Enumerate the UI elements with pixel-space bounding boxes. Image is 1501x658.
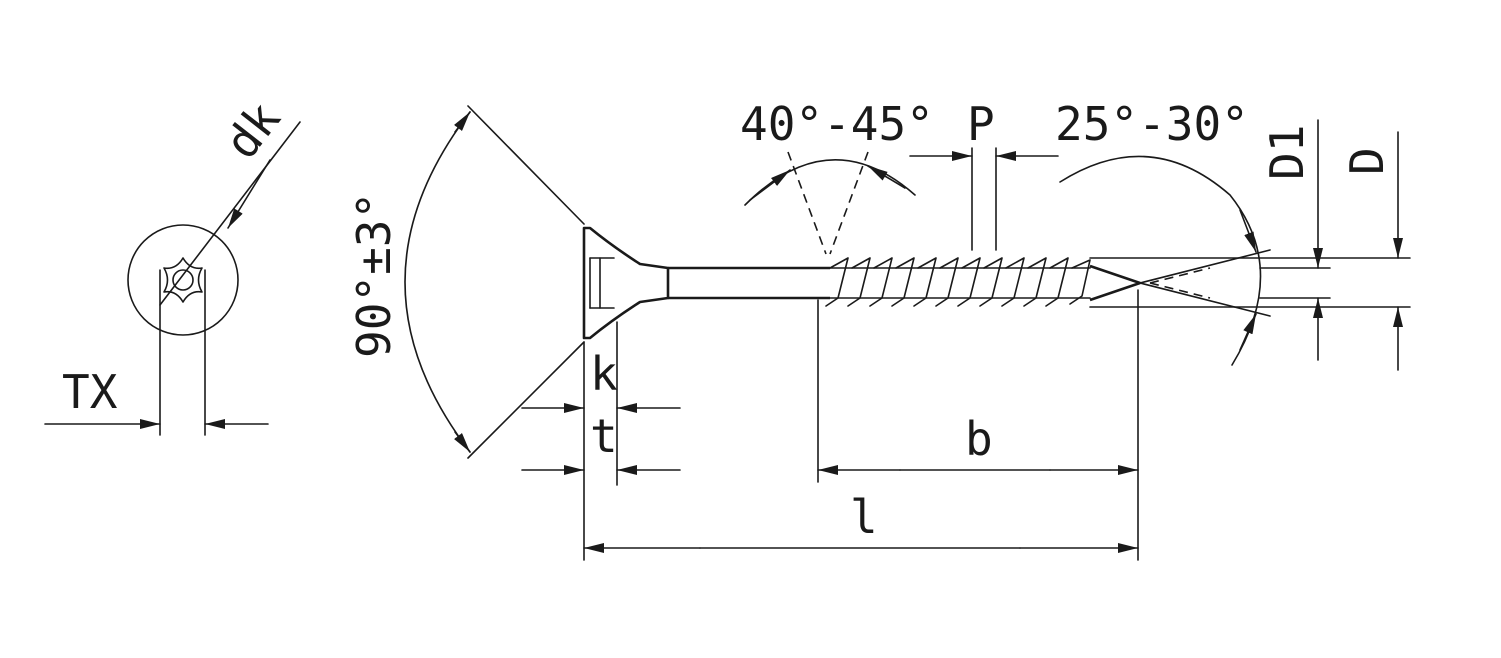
k-t-dimensions — [521, 321, 681, 561]
b-label: b — [965, 412, 993, 466]
d1-dimension — [1259, 119, 1331, 361]
tip-angle-2-dash-top — [1149, 267, 1211, 284]
tip-angle-25-30 — [1059, 155, 1271, 366]
tip-angle-2-arc — [1059, 155, 1262, 366]
torx-center — [172, 269, 194, 291]
tip-angle-1-arrow-left — [749, 169, 791, 201]
pitch-label: P — [967, 97, 995, 151]
t-label: t — [590, 409, 618, 463]
screw-head — [582, 226, 670, 340]
tip-angle-2-arrow-bottom — [1239, 313, 1257, 351]
b-dimension — [817, 289, 1139, 561]
tip-angle-1-ext-left — [787, 151, 827, 255]
tip-angle-2-dash-bottom — [1149, 282, 1211, 299]
tip-angle-1-arc — [744, 159, 916, 206]
head-end-view — [44, 121, 301, 436]
tip-angle-2-ext-top — [1139, 249, 1271, 284]
head-outer-circle — [127, 224, 239, 336]
l-label: l — [850, 490, 878, 544]
tip-angle-2-label: 25°-30° — [1055, 97, 1249, 151]
head-angle-arc — [404, 111, 471, 453]
tip-angle-1-label: 40°-45° — [740, 97, 934, 151]
screw-side-view — [582, 226, 1142, 340]
dk-arrow — [227, 159, 271, 229]
d-label: D — [1340, 147, 1394, 175]
tx-label: TX — [62, 365, 118, 419]
head-angle-arrow-bottom — [454, 431, 471, 453]
screw-tip — [1089, 264, 1142, 302]
tip-angle-2-ext-bottom — [1139, 282, 1271, 317]
d1-label: D1 — [1260, 125, 1314, 180]
head-angle-ext-bottom — [467, 341, 585, 459]
d-dimension — [1089, 131, 1411, 371]
k-label: k — [590, 347, 618, 401]
tip-angle-1-ext-right — [829, 151, 869, 255]
thread-flights — [825, 257, 1091, 307]
head-angle-dimension — [404, 105, 585, 459]
head-angle-ext-top — [467, 105, 585, 225]
dk-label: dk — [214, 92, 291, 169]
head-angle-label: 90°±3° — [347, 192, 401, 358]
tip-angle-1-arrow-right — [867, 165, 906, 189]
dk-leader-line — [159, 121, 301, 306]
torx-recess — [163, 257, 203, 303]
pitch-dimension — [909, 147, 1059, 251]
tip-angle-2-arrow-top — [1239, 209, 1257, 253]
head-angle-arrow-top — [454, 111, 471, 133]
tip-angle-40-45 — [744, 151, 916, 255]
